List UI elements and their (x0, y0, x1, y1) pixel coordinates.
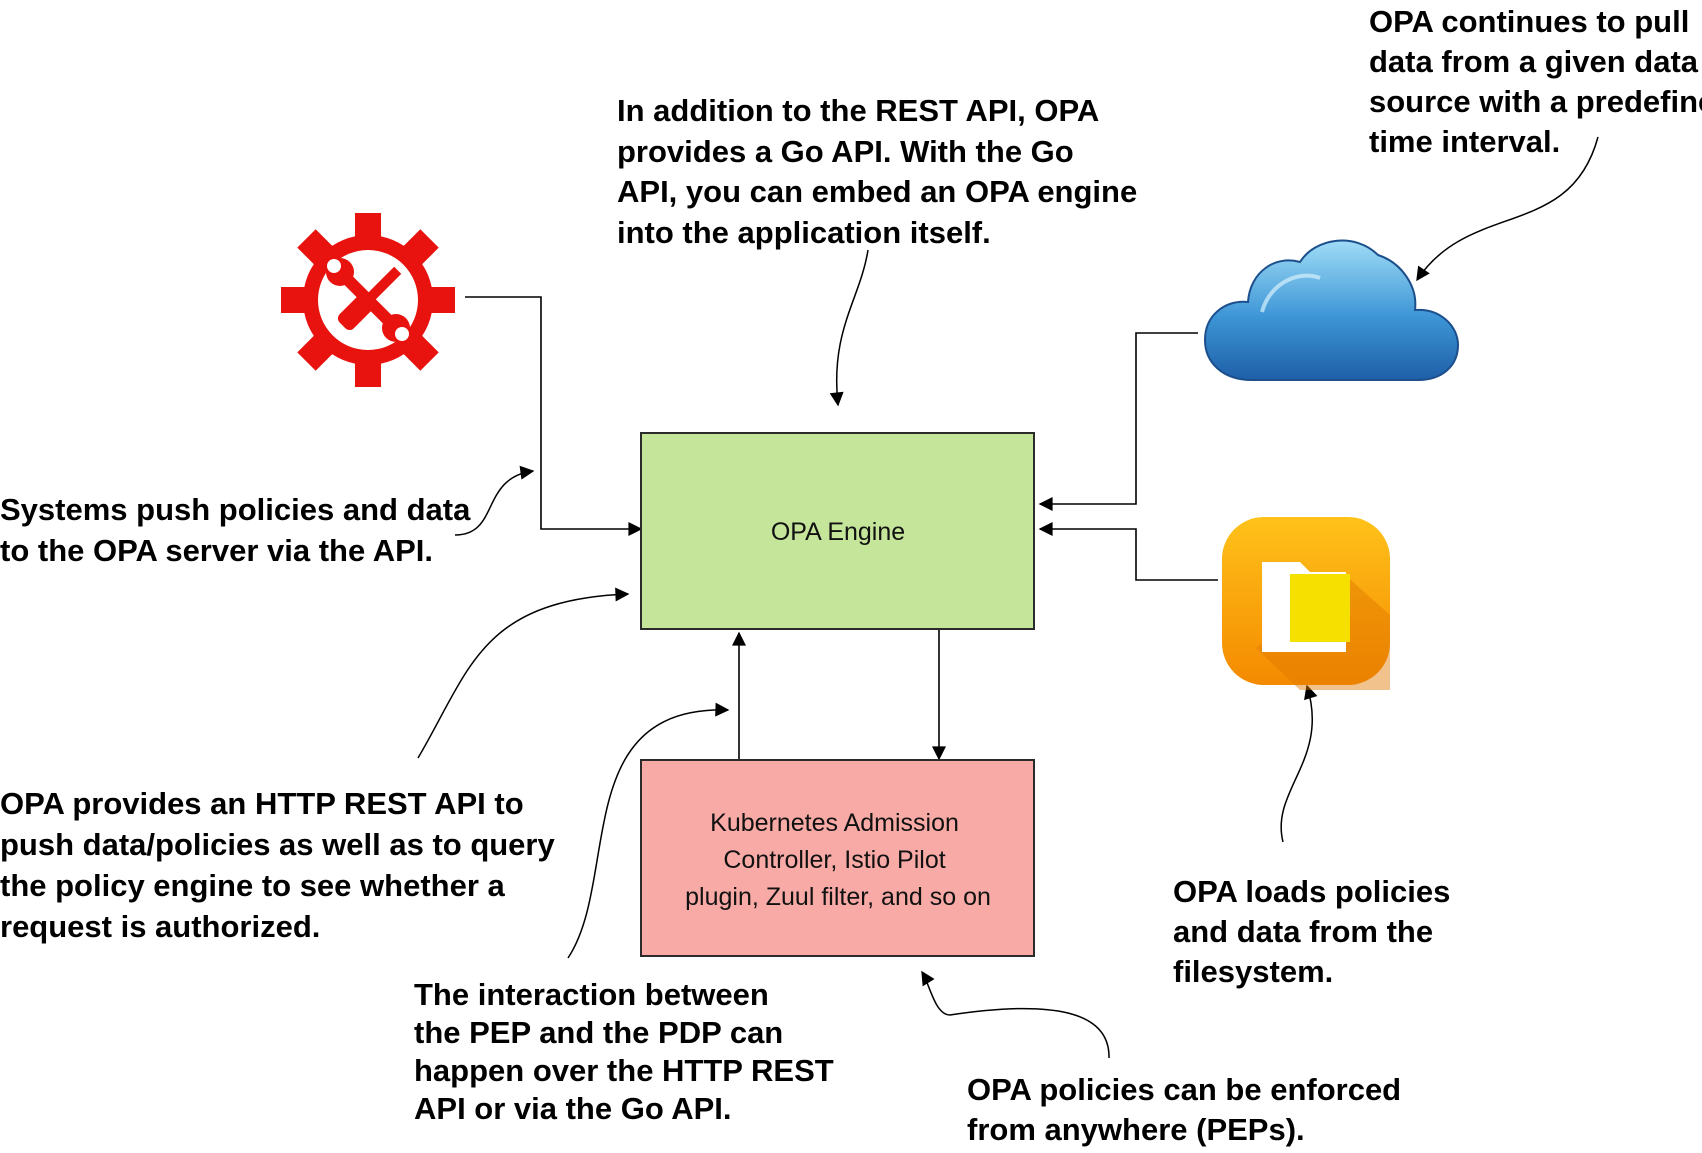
go-api-callout (829, 249, 869, 407)
folder-app-icon (1222, 517, 1390, 690)
pep-pdp-callout (567, 702, 730, 959)
pep-label-line-2: Controller, Istio Pilot (723, 846, 945, 874)
enforce-callout (921, 970, 1110, 1059)
pull-data-callout (1416, 136, 1599, 282)
annotation-pep-pdp-line-1: The interaction between (414, 977, 769, 1012)
opa-engine-label: OPA Engine (771, 518, 905, 546)
annotation-filesystem-line-1: OPA loads policies (1173, 874, 1450, 909)
annotation-filesystem: OPA loads policies and data from the fil… (1173, 874, 1459, 989)
gear-to-engine-arrow (465, 296, 643, 536)
annotation-enforce: OPA policies can be enforced from anywhe… (967, 1072, 1410, 1147)
annotation-systems-push-line-2: to the OPA server via the API. (0, 533, 433, 568)
annotation-pep-pdp-line-2: the PEP and the PDP can (414, 1015, 783, 1050)
annotation-filesystem-line-2: and data from the (1173, 914, 1433, 949)
annotation-systems-push: Systems push policies and data to the OP… (0, 492, 479, 568)
opa-engine-box: OPA Engine (640, 432, 1035, 630)
annotation-pull-data-line-3: source with a predefined (1369, 84, 1702, 119)
cloud-icon (1203, 239, 1460, 381)
annotation-pep-pdp-line-3: happen over the HTTP REST (414, 1053, 834, 1088)
annotation-go-api-line-1: In addition to the REST API, OPA (617, 93, 1099, 128)
annotation-pep-pdp-line-4: API or via the Go API. (414, 1091, 732, 1126)
annotation-rest-api-line-1: OPA provides an HTTP REST API to (0, 786, 524, 821)
opa-engine-rect (640, 432, 1035, 630)
annotation-pep-pdp: The interaction between the PEP and the … (414, 977, 842, 1126)
screwdriver-icon (337, 266, 402, 331)
gear-tools-icon (281, 213, 455, 387)
pep-box: Kubernetes Admission Controller, Istio P… (640, 759, 1035, 957)
annotation-rest-api-line-3: the policy engine to see whether a (0, 868, 505, 903)
annotation-go-api-line-4: into the application itself. (617, 215, 991, 250)
annotation-go-api: In addition to the REST API, OPA provide… (617, 93, 1146, 250)
annotation-filesystem-line-3: filesystem. (1173, 954, 1333, 989)
annotation-pull-data-line-4: time interval. (1369, 124, 1560, 159)
annotation-enforce-line-2: from anywhere (PEPs). (967, 1112, 1305, 1147)
annotation-pull-data-line-1: OPA continues to pull (1369, 4, 1689, 39)
filesystem-callout (1280, 684, 1318, 843)
pep-label-line-1: Kubernetes Admission (710, 809, 959, 837)
annotation-rest-api-line-2: push data/policies as well as to query (0, 827, 555, 862)
annotation-rest-api-line-4: request is authorized. (0, 909, 320, 944)
annotation-rest-api: OPA provides an HTTP REST API to push da… (0, 786, 563, 944)
pep-label-line-3: plugin, Zuul filter, and so on (685, 883, 991, 911)
annotation-go-api-line-3: API, you can embed an OPA engine (617, 174, 1137, 209)
annotation-go-api-line-2: provides a Go API. With the Go (617, 134, 1074, 169)
pep-rect (640, 759, 1035, 957)
folder-to-engine-arrow (1038, 522, 1218, 581)
annotation-enforce-line-1: OPA policies can be enforced (967, 1072, 1401, 1107)
annotation-pull-data: OPA continues to pull data from a given … (1369, 4, 1702, 159)
rest-api-callout (417, 587, 630, 759)
annotation-pull-data-line-2: data from a given data (1369, 44, 1699, 79)
pep-label: Kubernetes Admission Controller, Istio P… (685, 809, 991, 911)
annotation-systems-push-line-1: Systems push policies and data (0, 492, 471, 527)
cloud-to-engine-arrow (1038, 332, 1198, 511)
systems-push-callout (454, 465, 535, 536)
